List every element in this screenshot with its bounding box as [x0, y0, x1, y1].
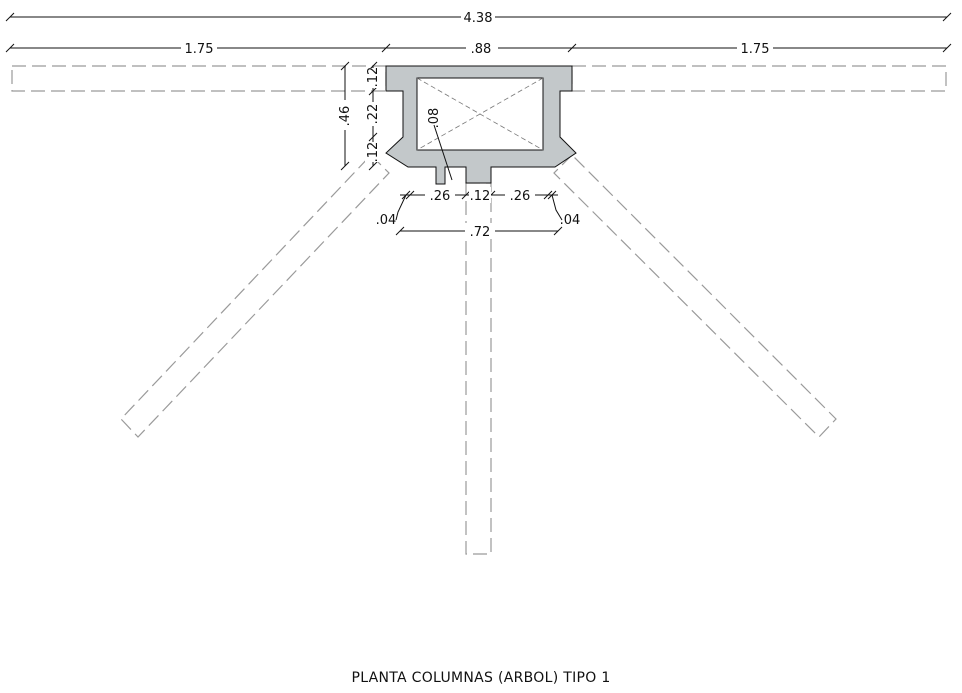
- beam-horizontal-right: [571, 65, 947, 92]
- dim-bottom-center: .12: [470, 189, 491, 204]
- dim-height-top: .12: [366, 67, 381, 88]
- dim-bottom-left: .26: [430, 189, 451, 204]
- dashed-beams: [11, 65, 947, 555]
- dim-chamfer-left: .04: [376, 213, 397, 228]
- drawing-title: PLANTA COLUMNAS (ARBOL) TIPO 1: [351, 670, 611, 686]
- dim-total-width: 4.38: [464, 11, 493, 26]
- beam-horizontal-left: [11, 65, 387, 92]
- column-concrete: [385, 65, 577, 185]
- dim-bottom-right: .26: [510, 189, 531, 204]
- column-section: [385, 65, 577, 185]
- beam-diagonal-left: [120, 154, 390, 438]
- dim-height-total: .46: [338, 106, 353, 127]
- dimension-labels: 4.38 1.75 .88 1.75 .46 .12 .22 .12 .08 .…: [181, 9, 773, 240]
- dim-right-arm: 1.75: [741, 42, 770, 57]
- dim-inner-offset: .08: [427, 108, 442, 129]
- dim-center: .88: [471, 42, 492, 57]
- dim-height-bottom: .12: [366, 142, 381, 163]
- dim-chamfer-right: .04: [560, 213, 581, 228]
- dim-left-arm: 1.75: [185, 42, 214, 57]
- dim-height-mid: .22: [366, 104, 381, 125]
- beam-diagonal-right: [553, 154, 837, 438]
- dim-bottom-total: .72: [470, 225, 491, 240]
